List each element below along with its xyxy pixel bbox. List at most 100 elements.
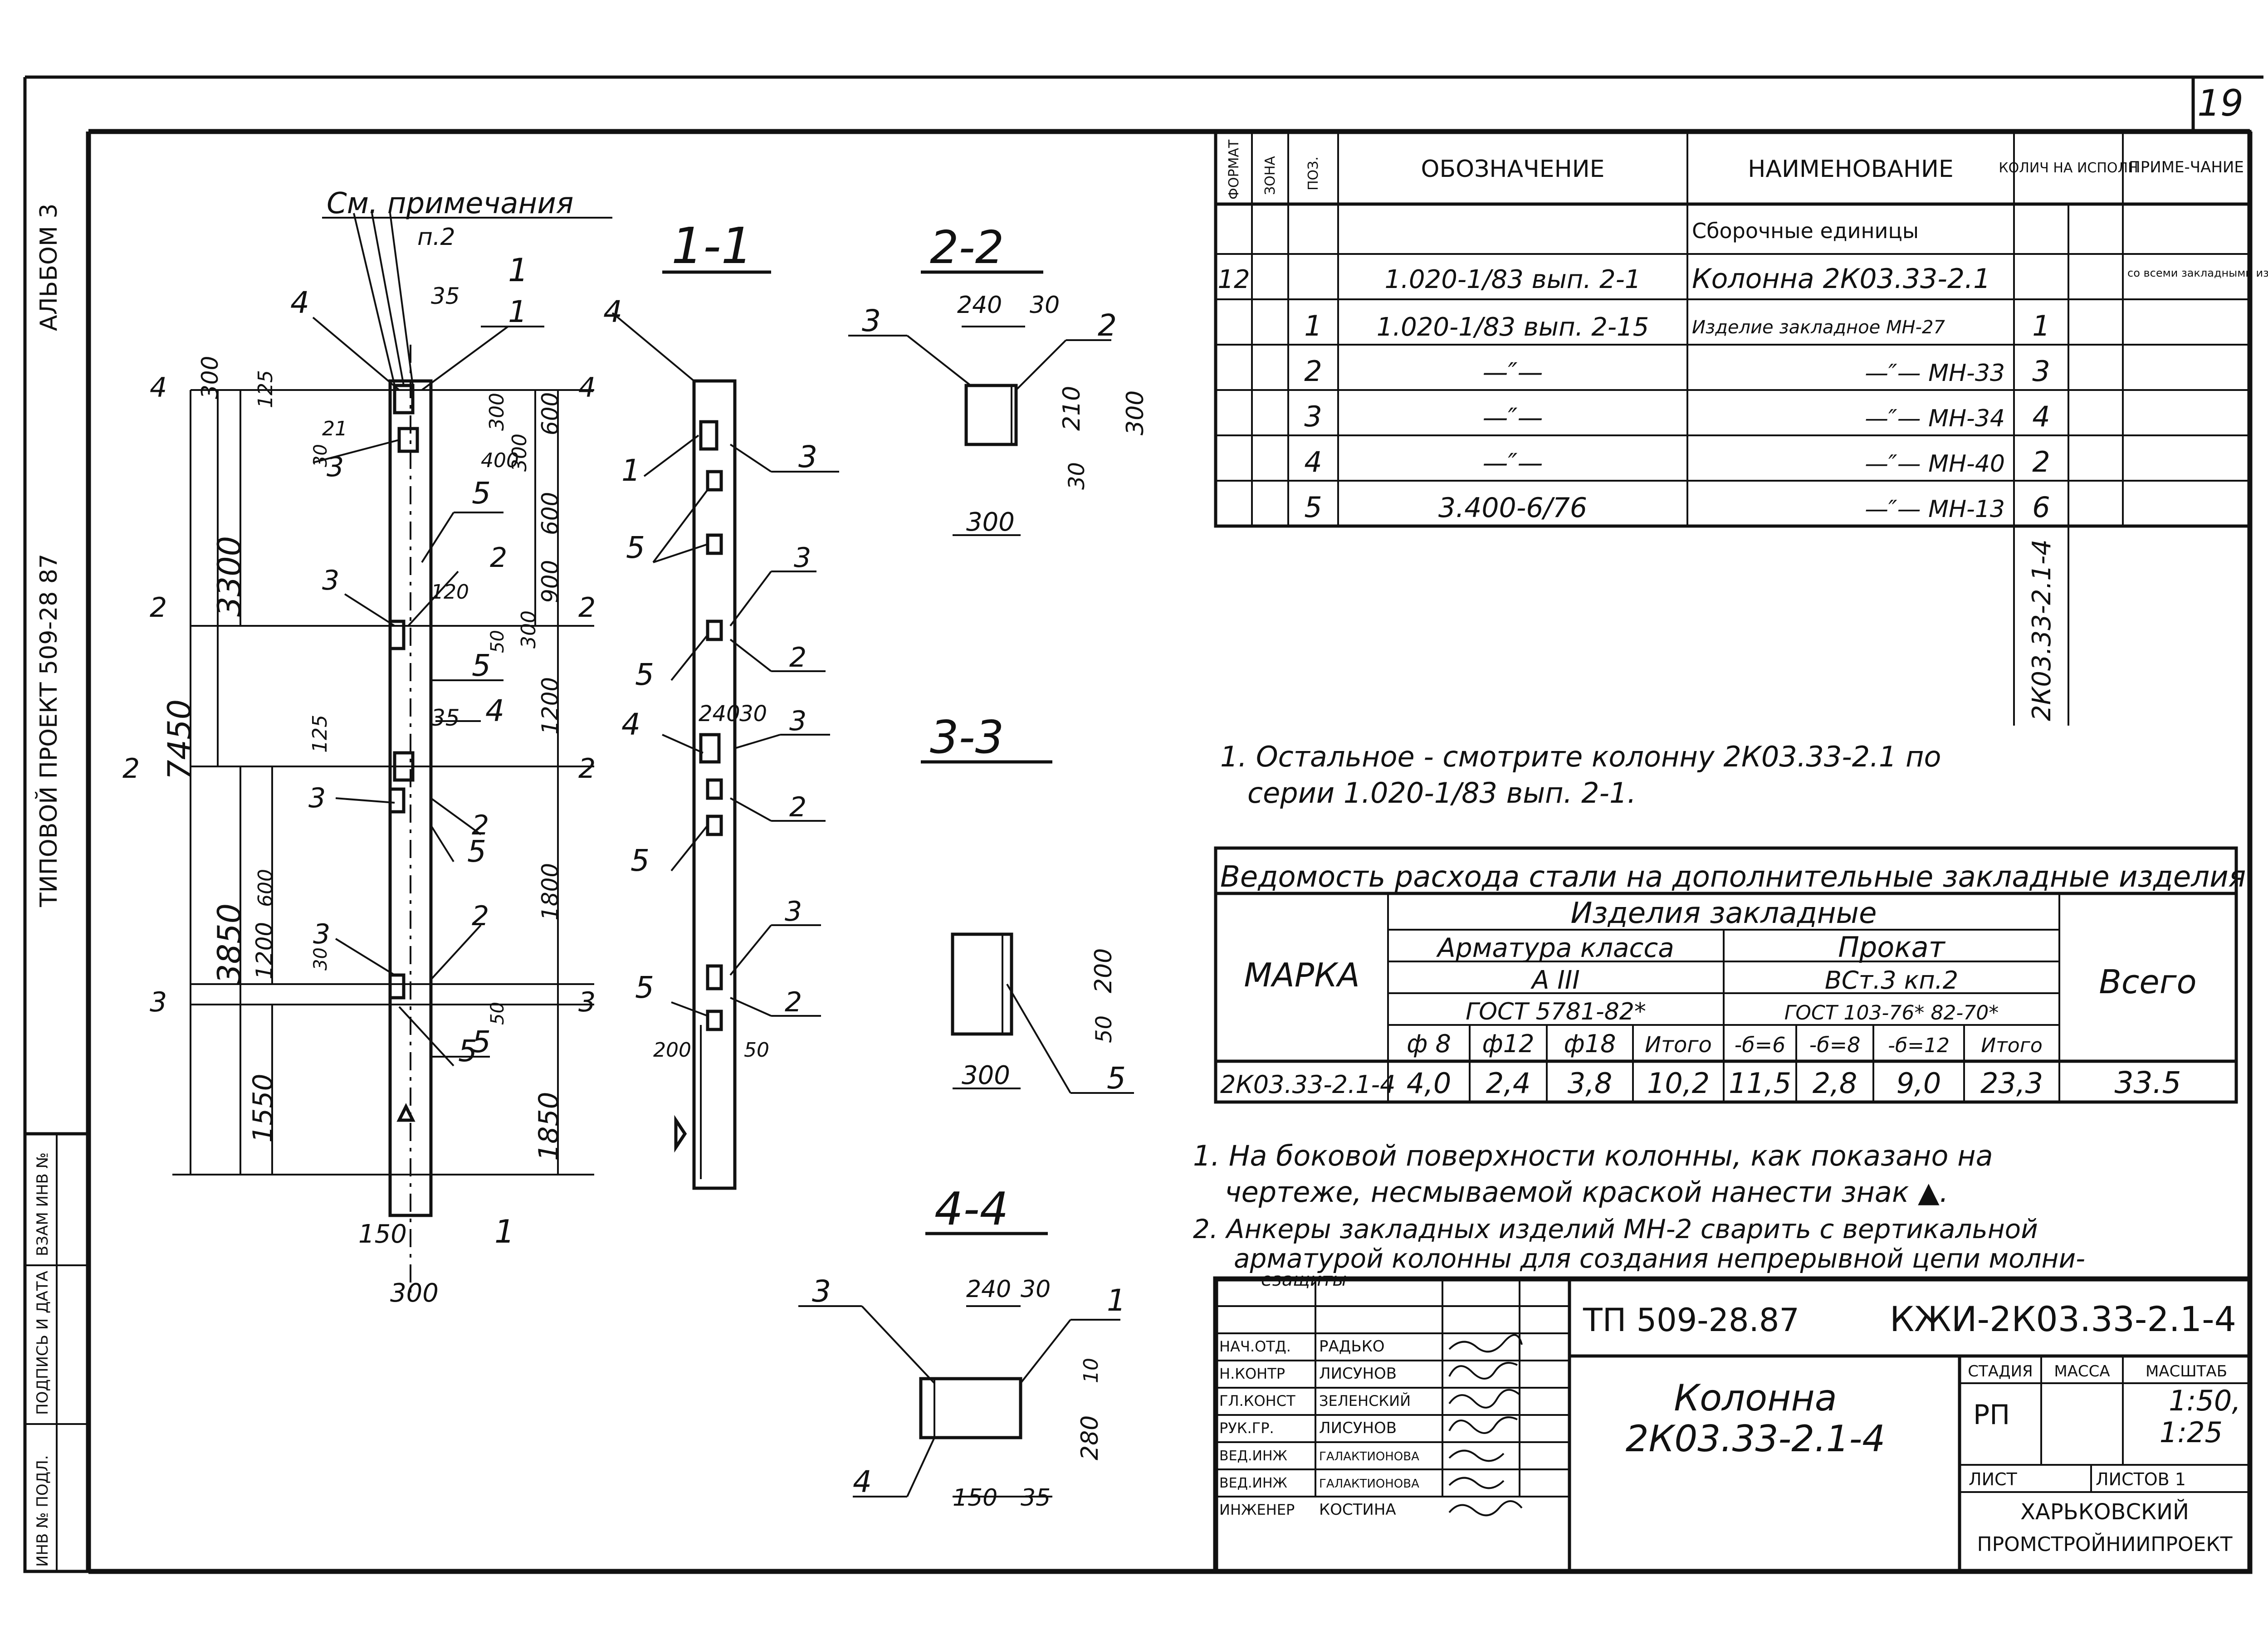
spec-row2-designation: 1.020-1/83 вып. 2-15 [1377,312,1649,342]
tb-org-2: ПРОМСТРОЙНИИПРОЕКТ [1977,1532,2233,1556]
spec-row6-name: —″— МН-13 [1865,496,2005,523]
spec-row4-pos: 3 [1304,400,1322,433]
s22-callout-2: 2 [1098,308,1117,343]
elev-callout-3-c: 3 [308,782,326,814]
elev-callout-1: 1 [508,294,527,329]
s11-dim-240: 240 [699,701,740,727]
steel-prokat-gost: ГОСТ 103-76* 82-70* [1784,1001,1999,1024]
tb-mass-label: МАССА [2054,1362,2110,1380]
title-block: ТП 509-28.87 КЖИ-2К03.33-2.1-4 НАЧ.ОТД. … [1213,1276,2253,1574]
steel-row-mark: 2К03.33-2.1-4 [1220,1070,1396,1099]
dim-21: 21 [322,417,347,440]
s33-dim-300: 300 [962,1061,1010,1090]
s11-callout-4-top: 4 [603,294,622,329]
s44-callout-1: 1 [1107,1283,1126,1318]
elev-callout-5-e: 5 [458,1034,477,1068]
steel-row-f8: 4,0 [1407,1067,1452,1100]
elev-section-mark-2b-left: 2 [122,753,140,785]
s11-callout-3-c: 3 [789,705,807,737]
tb-project-code: ТП 509-28.87 [1583,1302,1799,1339]
project-label: ТИПОВОЙ ПРОЕКТ 509-28 87 [35,554,63,907]
notes-bottom: 1. На боковой поверхности колонны, как п… [1193,1139,2085,1290]
column-elevation: См. примечания п.2 4 4 [122,187,612,1308]
tb-org-1: ХАРЬКОВСКИЙ [2020,1499,2189,1525]
section-3-3-title: 3-3 [930,711,1004,764]
stamp-vzam-inv: ВЗАМ ИНВ № [34,1152,52,1256]
section-2-2-title: 2-2 [930,221,1004,274]
s44-dim-35: 35 [1021,1484,1051,1512]
s33-dim-50: 50 [1091,1015,1117,1043]
spec-row4-name: —″— МН-34 [1865,405,2005,432]
s11-callout-5-d: 5 [635,970,654,1005]
elev-callout-5-c: 5 [467,834,486,869]
steel-armatura-class: А III [1530,966,1580,995]
s44-callout-4: 4 [853,1464,872,1499]
s22-callout-3: 3 [862,303,881,338]
dim-125-b: 125 [308,715,332,753]
note-top-line1: 1. Остальное - смотрите колонну 2К03.33-… [1220,740,1941,773]
dim-300-bottom: 300 [390,1278,439,1308]
tb-stage: РП [1973,1399,2010,1431]
tb-role-4: РУК.ГР. [1219,1419,1274,1437]
dim-125: 125 [254,370,277,408]
elev-callout-4-top: 4 [290,285,309,320]
dim-900: 900 [537,560,563,603]
spec-row3-pos: 2 [1304,355,1322,388]
elev-callout-5-a: 5 [472,476,491,511]
dim-50-a: 50 [487,630,508,653]
elev-section-mark-1-top: 1 [508,252,528,289]
s22-dim-240: 240 [957,292,1002,319]
section-2-2: 2-2 240 30 210 300 30 300 3 2 [848,221,1149,537]
tb-role-5: ВЕД.ИНЖ [1219,1448,1287,1464]
s11-dim-30: 30 [739,701,767,727]
spec-row4-designation: —″— [1483,403,1543,433]
note-2-line-b: арматурой колонны для создания непрерывн… [1234,1243,2085,1274]
dim-3300: 3300 [211,536,248,617]
spec-header-format: ФОРМАТ [1226,139,1242,200]
elev-section-mark-4-left: 4 [150,372,167,404]
spec-header-pos: ПОЗ. [1305,156,1321,190]
s44-dim-150: 150 [953,1484,997,1512]
tb-name-7: КОСТИНА [1319,1501,1396,1519]
sheet-number: 19 [2197,82,2244,124]
dim-300-c: 300 [517,610,540,649]
tb-signature-2 [1448,1362,1518,1380]
spec-header-note: ПРИМЕ-ЧАНИЕ [2129,158,2244,176]
spec-row2-pos: 1 [1304,309,1322,342]
sheet-frame: 19 [23,75,2263,1574]
tb-signature-1 [1448,1334,1523,1353]
steel-prokat-class: ВСт.3 кп.2 [1825,966,1958,995]
spec-row5-pos: 4 [1304,445,1322,478]
note-top-line2: серии 1.020-1/83 вып. 2-1. [1247,776,1636,810]
steel-col-f12: ф12 [1482,1029,1535,1058]
s11-callout-2-b: 2 [789,791,807,823]
steel-row-total: 33.5 [2115,1065,2181,1100]
elev-callout-3-a: 3 [327,451,344,483]
spec-row5-designation: —″— [1483,449,1543,478]
elev-callout-4-b: 4 [485,693,504,728]
tb-sheets-label: ЛИСТОВ 1 [2096,1469,2186,1489]
elev-callout-5-d: 5 [472,1024,491,1059]
spec-row3-designation: —″— [1483,358,1543,387]
s11-dim-50: 50 [744,1039,769,1062]
steel-row-f12: 2,4 [1486,1067,1531,1100]
steel-col-d6: -б=6 [1735,1033,1786,1057]
steel-table: Ведомость расхода стали на дополнительны… [1214,846,2246,1104]
s33-callout-5: 5 [1107,1061,1126,1096]
spec-row1-name: Колонна 2К03.33-2.1 [1692,263,1990,295]
tb-stage-label: СТАДИЯ [1968,1362,2033,1380]
s44-dim-30: 30 [1021,1276,1051,1303]
steel-col-d8: -б=8 [1809,1033,1861,1057]
tb-signature-4 [1448,1416,1518,1434]
s44-callout-3: 3 [812,1274,831,1309]
section-1-1: 1-1 4 1 3 5 3 2 5 4 240 30 [603,217,839,1190]
elev-callout-5-b: 5 [472,648,491,683]
section-4-4: 4-4 240 30 10 280 150 35 3 1 4 [798,1182,1126,1512]
tb-role-6: ВЕД.ИНЖ [1219,1475,1287,1491]
stamp-inv-podl: ИНВ № ПОДЛ. [34,1455,52,1567]
tb-signature-6 [1448,1477,1505,1489]
dim-1850: 1850 [533,1092,565,1161]
s11-callout-2-c: 2 [785,986,802,1018]
spec-row2-qty: 1 [2032,309,2050,342]
dim-1200-a: 1200 [537,677,563,735]
